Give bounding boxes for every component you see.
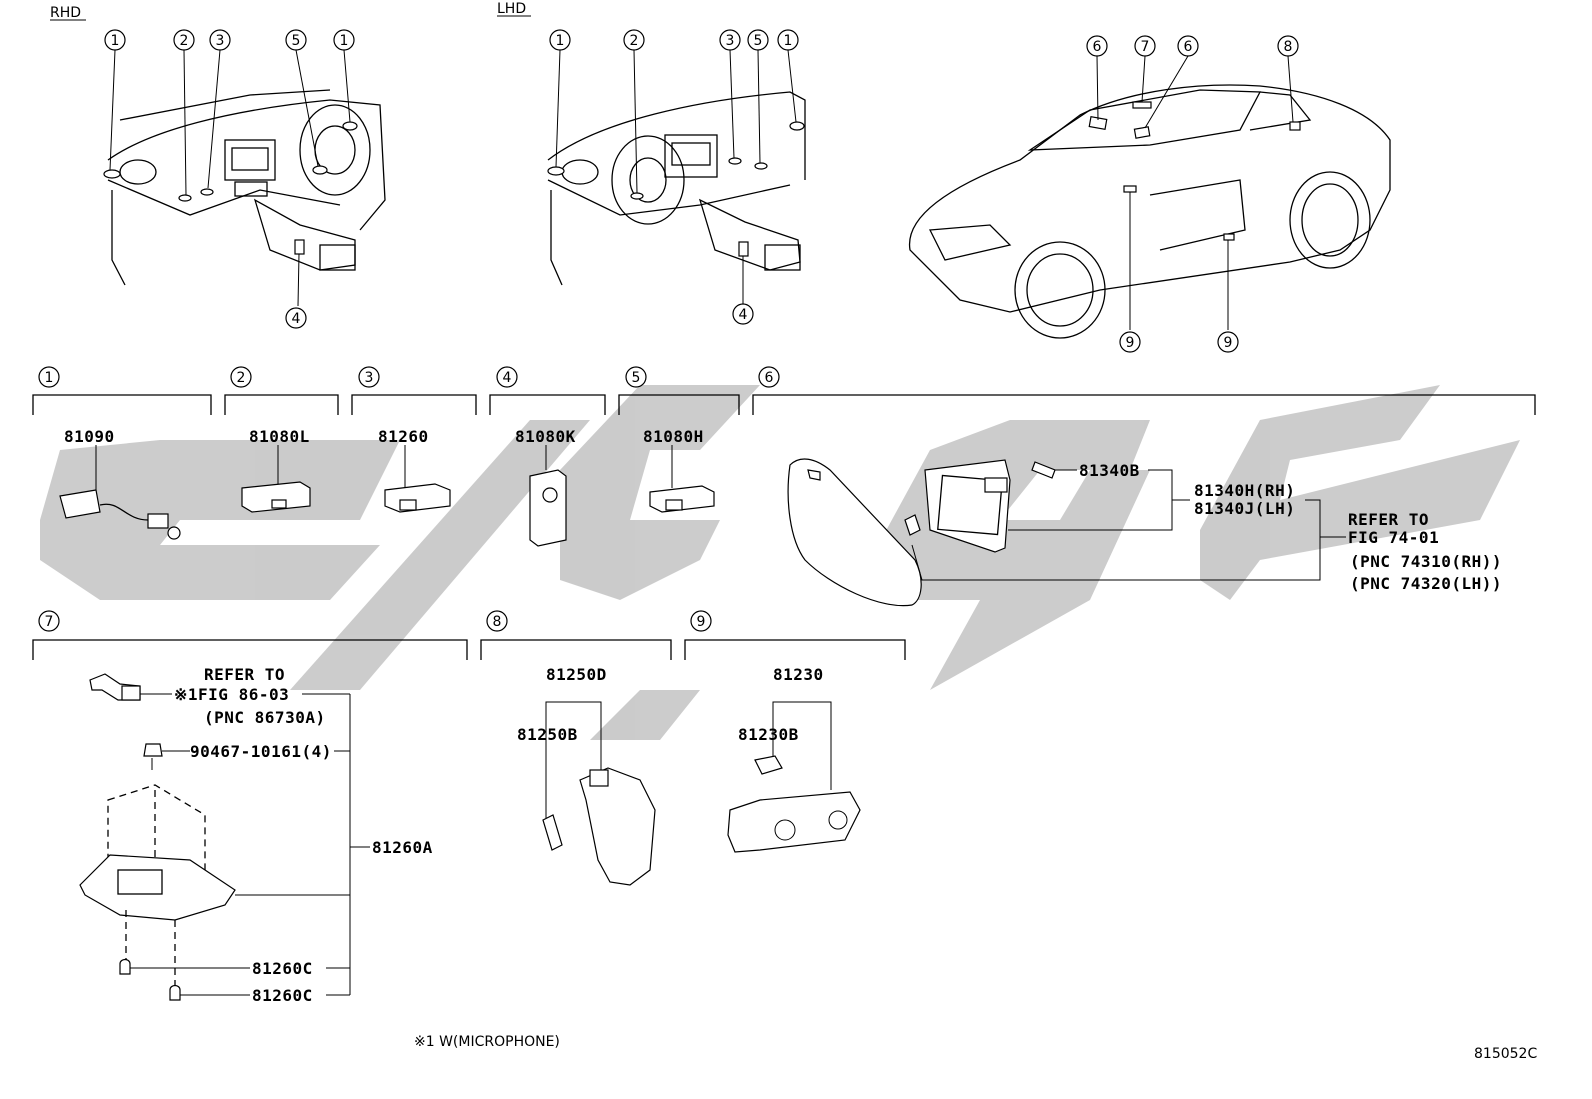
callout-circle-lhd-4 — [777, 29, 799, 51]
car-illustration — [908, 55, 1391, 339]
callout-number-car-5[interactable]: 9 — [1224, 335, 1233, 351]
callout-number-rhd-4[interactable]: 1 — [340, 33, 349, 49]
callout-number-lhd-4[interactable]: 1 — [784, 33, 793, 49]
part-label-81080l[interactable]: 81080L — [249, 427, 310, 446]
callout-number-rhd-2[interactable]: 3 — [216, 33, 225, 49]
lhd-dashboard-illustration — [547, 49, 806, 305]
callout-circle-car-3 — [1277, 35, 1299, 57]
refer-pnc-lh: (PNC 74320(LH)) — [1350, 574, 1502, 593]
callout-number-sections-3[interactable]: 4 — [503, 370, 512, 386]
callout-number-rhd-3[interactable]: 5 — [292, 33, 301, 49]
part-label-81250d[interactable]: 81250D — [546, 665, 607, 684]
leader-lines-section-7 — [130, 693, 370, 996]
callout-circle-lhd-2 — [719, 29, 741, 51]
callout-number-car-2[interactable]: 6 — [1184, 39, 1193, 55]
callout-circle-sections-1 — [230, 366, 252, 388]
callout-circle-lhd-5 — [732, 303, 754, 325]
callout-circle-rhd-2 — [209, 29, 231, 51]
callout-number-car-3[interactable]: 8 — [1284, 39, 1293, 55]
callout-circle-sections-8 — [690, 610, 712, 632]
callout-circle-rhd-3 — [285, 29, 307, 51]
callout-circle-car-2 — [1177, 35, 1199, 57]
callout-circle-car-5 — [1217, 331, 1239, 353]
part-label-81260[interactable]: 81260 — [378, 427, 429, 446]
part-label-81340h[interactable]: 81340H(RH) — [1194, 481, 1295, 500]
part-label-81230b[interactable]: 81230B — [738, 725, 799, 744]
callout-number-rhd-5[interactable]: 4 — [292, 311, 301, 327]
callout-circle-sections-0 — [38, 366, 60, 388]
part-label-81260c-1[interactable]: 81260C — [252, 959, 313, 978]
part-label-81080k[interactable]: 81080K — [515, 427, 576, 446]
callout-number-sections-4[interactable]: 5 — [632, 370, 641, 386]
sun-visor-illustration — [787, 458, 1056, 607]
section-brackets — [32, 394, 1536, 660]
part-label-81250b[interactable]: 81250B — [517, 725, 578, 744]
callout-number-lhd-1[interactable]: 2 — [630, 33, 639, 49]
part-label-81090[interactable]: 81090 — [64, 427, 115, 446]
callout-number-car-1[interactable]: 7 — [1141, 39, 1150, 55]
part-81080k-illustration — [529, 445, 567, 547]
callout-circle-sections-6 — [38, 610, 60, 632]
callout-circle-car-1 — [1134, 35, 1156, 57]
callout-circles: 1 2 3 5 1 4 1 2 3 5 1 4 6 7 6 8 9 9 1 2 3 4 5 6 7 8 9 — [38, 29, 1299, 632]
callout-circle-sections-5 — [758, 366, 780, 388]
callout-circle-rhd-0 — [104, 29, 126, 51]
part-label-81230[interactable]: 81230 — [773, 665, 824, 684]
callout-circle-sections-2 — [358, 366, 380, 388]
part-81260-illustration — [384, 445, 451, 513]
part-label-81080h[interactable]: 81080H — [643, 427, 704, 446]
callout-circle-lhd-1 — [623, 29, 645, 51]
callout-number-sections-6[interactable]: 7 — [45, 614, 54, 630]
part-label-90467[interactable]: 90467-10161(4) — [190, 742, 332, 761]
lhd-label: LHD — [497, 1, 526, 17]
diagram-code: 815052C — [1474, 1046, 1537, 1062]
part-label-81340b[interactable]: 81340B — [1079, 461, 1140, 480]
map-lamp-assembly-illustration — [79, 673, 236, 1001]
refer-to-label-mic: REFER TO — [204, 665, 285, 684]
refer-to-label-visor: REFER TO — [1348, 510, 1429, 529]
part-81080l-illustration — [241, 445, 311, 513]
foot-lamp-illustration — [727, 701, 861, 853]
callout-circle-lhd-0 — [549, 29, 571, 51]
callout-number-sections-7[interactable]: 8 — [493, 614, 502, 630]
rhd-label: RHD — [50, 5, 81, 21]
callout-circle-sections-7 — [486, 610, 508, 632]
callout-circle-sections-4 — [625, 366, 647, 388]
door-courtesy-lamp-illustration — [542, 701, 656, 886]
callout-number-lhd-0[interactable]: 1 — [556, 33, 565, 49]
callout-number-rhd-0[interactable]: 1 — [111, 33, 120, 49]
callout-number-sections-2[interactable]: 3 — [365, 370, 374, 386]
callout-circle-rhd-1 — [173, 29, 195, 51]
callout-circle-car-0 — [1086, 35, 1108, 57]
callout-number-lhd-3[interactable]: 5 — [754, 33, 763, 49]
callout-number-car-4[interactable]: 9 — [1126, 335, 1135, 351]
callout-number-lhd-2[interactable]: 3 — [726, 33, 735, 49]
callout-circle-rhd-4 — [333, 29, 355, 51]
callout-circle-car-4 — [1119, 331, 1141, 353]
callout-number-sections-0[interactable]: 1 — [45, 370, 54, 386]
footnote-microphone: ※1 W(MICROPHONE) — [414, 1034, 560, 1050]
part-label-81260a[interactable]: 81260A — [372, 838, 433, 857]
callout-number-sections-1[interactable]: 2 — [237, 370, 246, 386]
part-81080h-illustration — [649, 445, 715, 513]
refer-pnc-mic: (PNC 86730A) — [204, 708, 326, 727]
part-number-labels: 81090 81080L 81260 81080K 81080H 81340B … — [64, 427, 1537, 1062]
callout-number-rhd-1[interactable]: 2 — [180, 33, 189, 49]
callout-number-lhd-5[interactable]: 4 — [739, 307, 748, 323]
part-81090-cable-illustration — [59, 445, 181, 540]
callout-circle-lhd-3 — [747, 29, 769, 51]
leader-lines-section-6 — [911, 469, 1346, 581]
callout-number-car-0[interactable]: 6 — [1093, 39, 1102, 55]
refer-pnc-rh: (PNC 74310(RH)) — [1350, 552, 1502, 571]
callout-circle-sections-3 — [496, 366, 518, 388]
refer-fig-visor[interactable]: FIG 74-01 — [1348, 528, 1439, 547]
refer-fig-mic[interactable]: ※1FIG 86-03 — [174, 685, 289, 704]
callout-number-sections-8[interactable]: 9 — [697, 614, 706, 630]
callout-number-sections-5[interactable]: 6 — [765, 370, 774, 386]
part-label-81340j[interactable]: 81340J(LH) — [1194, 499, 1295, 518]
part-label-81260c-2[interactable]: 81260C — [252, 986, 313, 1005]
callout-circle-rhd-5 — [285, 307, 307, 329]
rhd-dashboard-illustration — [103, 49, 386, 307]
